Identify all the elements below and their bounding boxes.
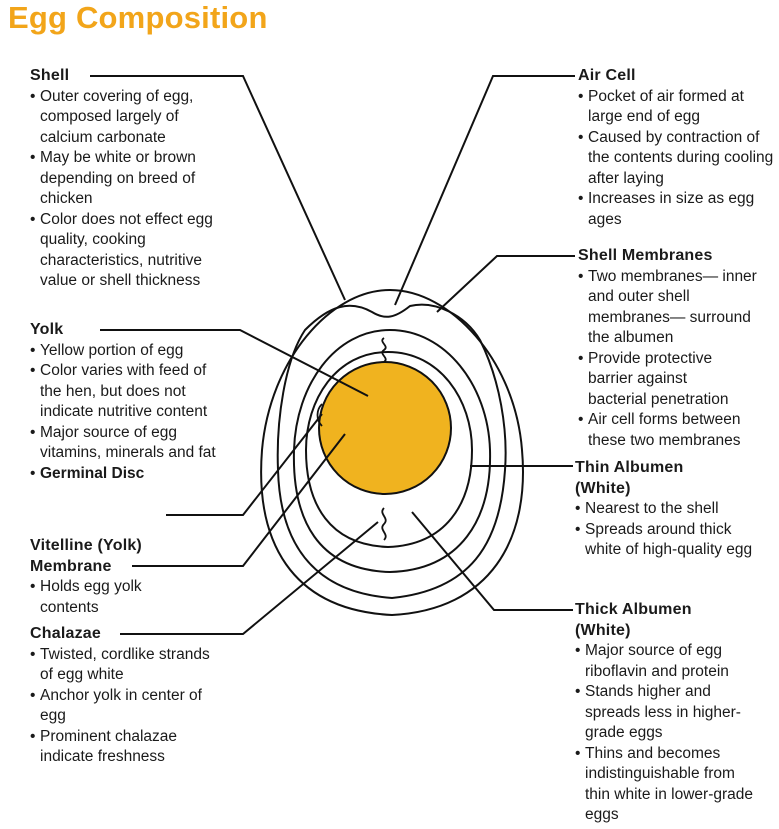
list-item: •Twisted, cordlike strands of egg white	[30, 645, 220, 686]
shell-heading: Shell	[30, 67, 70, 84]
list-item: •Provide protective barrier against bact…	[578, 349, 774, 411]
list-item: •Increases in size as egg ages	[578, 189, 774, 230]
aircell-bullet-2: Caused by contraction of the contents du…	[588, 128, 774, 187]
shell-membrane-outline	[276, 303, 507, 600]
chalazae-bullet-2: Anchor yolk in center of egg	[40, 686, 202, 725]
thick-albumen-bullet-2: Stands higher and spreads less in higher…	[585, 683, 741, 741]
shell-callout: Shell •Outer covering of egg, composed l…	[30, 66, 230, 292]
list-item: •Stands higher and spreads less in highe…	[575, 682, 775, 744]
list-item: •Major source of egg riboflavin and prot…	[575, 641, 775, 682]
list-item: •Outer covering of egg, composed largely…	[30, 87, 230, 149]
thin-albumen-heading-1: Thin Albumen	[575, 459, 684, 476]
thin-albumen-bullet-2: Spreads around thick white of high-quali…	[585, 520, 753, 559]
membranes-heading: Shell Membranes	[578, 247, 713, 264]
thick-albumen-outline	[292, 328, 492, 574]
shell-bullet-1: Outer covering of egg, composed largely …	[40, 87, 194, 146]
chalaza-bottom	[381, 507, 387, 541]
aircell-heading: Air Cell	[578, 67, 636, 84]
leader-membranes	[436, 255, 575, 313]
leader-aircell	[394, 75, 575, 306]
list-item: •Prominent chalazae indicate freshness	[30, 727, 220, 768]
vitelline-heading-2: Membrane	[30, 557, 112, 575]
germinal-disc-label: Germinal Disc	[40, 464, 145, 482]
leader-vitelline	[132, 433, 346, 567]
egg-shell-outline	[260, 288, 524, 617]
membranes-bullet-1: Two membranes— inner and outer shell mem…	[588, 267, 757, 347]
list-item: •May be white or brown depending on bree…	[30, 148, 230, 210]
list-item: •Yellow portion of egg	[30, 341, 220, 362]
list-item: •Anchor yolk in center of egg	[30, 686, 220, 727]
yolk-heading: Yolk	[30, 321, 64, 338]
list-item: •Air cell forms between these two membra…	[578, 410, 774, 451]
yolk-shape	[318, 361, 452, 495]
germinal-disc-shape	[316, 403, 323, 427]
thick-albumen-heading-1: Thick Albumen	[575, 601, 692, 618]
page-title: Egg Composition	[8, 0, 268, 35]
thin-albumen-bullet-1: Nearest to the shell	[585, 500, 719, 517]
aircell-bullet-3: Increases in size as egg ages	[588, 190, 755, 228]
yolk-callout: Yolk •Yellow portion of egg •Color varie…	[30, 320, 220, 484]
thick-albumen-callout: Thick Albumen (White) •Major source of e…	[575, 600, 775, 826]
chalazae-heading: Chalazae	[30, 625, 101, 642]
thick-albumen-bullet-3: Thins and becomes indistinguishable from…	[585, 744, 754, 824]
chalazae-bullet-1: Twisted, cordlike strands of egg white	[40, 645, 210, 684]
aircell-bullet-1: Pocket of air formed at large end of egg	[588, 87, 744, 126]
list-item: •Pocket of air formed at large end of eg…	[578, 87, 774, 128]
leader-yolk	[100, 329, 369, 397]
yolk-bullet-1: Yellow portion of egg	[40, 341, 184, 359]
list-item: •Caused by contraction of the contents d…	[578, 128, 774, 190]
thin-albumen-heading-2: (White)	[575, 479, 631, 497]
list-item: •Major source of egg vitamins, minerals …	[30, 423, 220, 464]
vitelline-callout: Vitelline (Yolk) Membrane •Holds egg yol…	[30, 536, 230, 618]
thick-albumen-heading-2: (White)	[575, 621, 631, 639]
thin-albumen-callout: Thin Albumen (White) •Nearest to the she…	[575, 458, 775, 561]
list-item: •Color does not effect egg quality, cook…	[30, 210, 230, 292]
membranes-callout: Shell Membranes •Two membranes— inner an…	[578, 246, 774, 451]
aircell-callout: Air Cell •Pocket of air formed at large …	[578, 66, 774, 230]
chalazae-callout: Chalazae •Twisted, cordlike strands of e…	[30, 624, 220, 768]
chalazae-bullet-3: Prominent chalazae indicate freshness	[40, 727, 177, 766]
list-item: •Color varies with feed of the hen, but …	[30, 361, 220, 423]
leader-shell	[90, 75, 346, 301]
list-item: •Nearest to the shell	[575, 499, 775, 520]
leader-chalazae	[120, 521, 379, 635]
list-item: •Thins and becomes indistinguishable fro…	[575, 744, 775, 826]
vitelline-heading-1: Vitelline (Yolk)	[30, 537, 142, 554]
thick-albumen-bullet-1: Major source of egg riboflavin and prote…	[585, 642, 729, 680]
list-item: •Spreads around thick white of high-qual…	[575, 520, 775, 561]
membranes-bullet-2: Provide protective barrier against bacte…	[588, 349, 729, 408]
membranes-bullet-3: Air cell forms between these two membran…	[588, 411, 741, 449]
yolk-bullet-3: Major source of egg vitamins, minerals a…	[40, 423, 216, 462]
thick-albumen-inner-outline	[304, 350, 474, 549]
chalaza-top	[381, 337, 387, 363]
yolk-bullet-2: Color varies with feed of the hen, but d…	[40, 362, 208, 420]
shell-bullet-3: Color does not effect egg quality, cooki…	[40, 210, 213, 290]
vitelline-bullet-1: Holds egg yolk contents	[40, 578, 142, 616]
leader-germinal	[166, 413, 323, 516]
list-item: •Holds egg yolk contents	[30, 577, 230, 618]
list-item: •Two membranes— inner and outer shell me…	[578, 267, 774, 349]
shell-bullet-2: May be white or brown depending on breed…	[40, 149, 196, 207]
leader-thick	[411, 511, 573, 611]
list-item: •Germinal Disc	[30, 464, 220, 485]
